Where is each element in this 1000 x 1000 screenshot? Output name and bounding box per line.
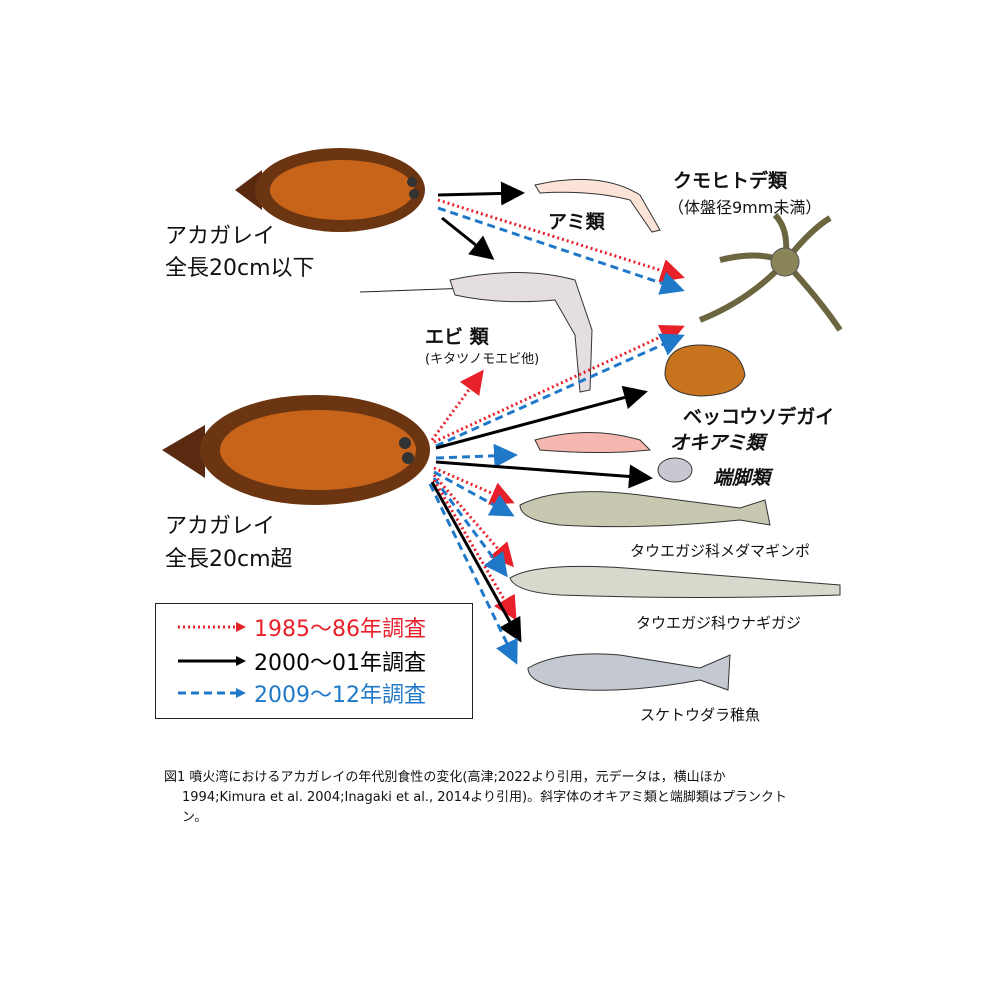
- eelpout1-label: タウエガジ科メダマギンポ: [630, 542, 811, 560]
- caption-line: ン。: [182, 810, 208, 825]
- brittle-star-note: （体盤径9mm未満）: [668, 198, 822, 217]
- legend: 1985～86年調査 2000～01年調査 2009～12年調査: [155, 603, 473, 719]
- pollock-image: [527, 653, 731, 691]
- eelpout1-image: [519, 491, 771, 528]
- brittle-star-label: クモヒトデ類: [673, 170, 788, 192]
- solid-arrow-icon: [178, 656, 246, 666]
- shrimp-note: (キタツノモエビ他): [425, 352, 540, 367]
- amphipod-image: [657, 457, 693, 483]
- caption-line: 図1 噴火湾におけるアカガレイの年代別食性の変化(高津;2022より引用，元デー…: [164, 770, 726, 785]
- legend-label: 2000～01年調査: [254, 651, 426, 676]
- small-predator-size: 全長20cm以下: [165, 256, 315, 281]
- legend-label: 2009～12年調査: [254, 683, 426, 708]
- dashed-arrow-icon: [178, 688, 246, 698]
- arrows-small-flounder: [437, 181, 685, 295]
- large-predator-name: アカガレイ: [165, 514, 276, 539]
- shrimp-label: エビ 類: [425, 326, 489, 348]
- shrimp-image: [359, 272, 593, 393]
- clam-image: [664, 344, 746, 397]
- legend-label: 1985～86年調査: [254, 617, 426, 642]
- small-flounder-image: [235, 148, 425, 232]
- amphipod-label: 端脚類: [713, 467, 771, 489]
- legend-item-2000: 2000～01年調査: [176, 646, 426, 676]
- eelpout2-image: [509, 565, 841, 598]
- legend-item-1985: 1985～86年調査: [176, 612, 426, 642]
- krill-image: [534, 432, 652, 453]
- krill-label: オキアミ類: [670, 432, 765, 454]
- figure-caption: 図1 噴火湾におけるアカガレイの年代別食性の変化(高津;2022より引用，元デー…: [164, 768, 844, 828]
- dotted-arrow-icon: [178, 622, 246, 632]
- mysid-image: [534, 178, 661, 233]
- large-flounder-image: [162, 395, 430, 505]
- mysid-label: アミ類: [548, 211, 605, 233]
- pollock-label: スケトウダラ稚魚: [640, 706, 761, 724]
- clam-label: ベッコウソデガイ: [683, 406, 835, 428]
- small-predator-name: アカガレイ: [165, 224, 276, 249]
- caption-line: 1994;Kimura et al. 2004;Inagaki et al., …: [182, 790, 787, 805]
- large-predator-size: 全長20cm超: [165, 547, 293, 572]
- eelpout2-label: タウエガジ科ウナギガジ: [636, 614, 802, 632]
- legend-item-2009: 2009～12年調査: [176, 678, 426, 708]
- arrows-large-flounder: [428, 324, 685, 665]
- brittle-star-image: [698, 212, 843, 332]
